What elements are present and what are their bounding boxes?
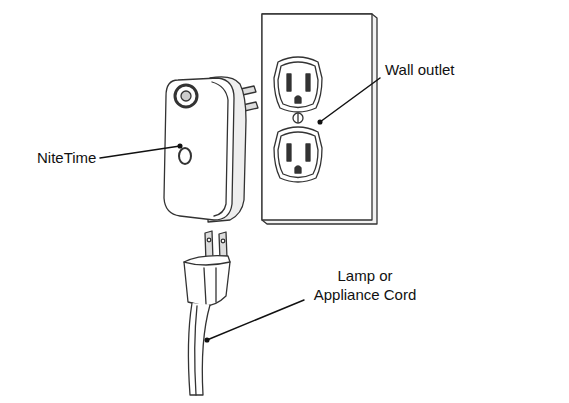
light-sensor	[175, 85, 197, 107]
cord	[188, 303, 210, 395]
screw-slot	[297, 114, 298, 122]
ground-hole	[295, 166, 301, 173]
cord-seam	[195, 306, 197, 395]
leader-dot	[318, 120, 322, 124]
plug-ridge	[204, 268, 206, 304]
wall-plate-edge	[262, 14, 377, 224]
slot	[287, 74, 291, 91]
device-ridge	[212, 82, 228, 216]
leader-dot	[178, 144, 182, 148]
receptacle-bottom-inner	[278, 132, 318, 178]
plug-body	[184, 256, 230, 306]
receptacle-bottom	[274, 127, 322, 182]
nitetime-device	[164, 78, 234, 220]
device-button	[179, 148, 191, 164]
leader-line	[320, 78, 380, 122]
receptacle-top-inner	[278, 62, 318, 108]
part-label: Lamp or Appliance Cord	[308, 266, 422, 304]
screw	[293, 113, 303, 123]
part-label: NiteTime	[37, 148, 96, 167]
slot	[287, 144, 291, 161]
ground-hole	[295, 96, 301, 103]
sensor-lens	[181, 91, 191, 101]
prong-hole	[207, 238, 211, 242]
plug-ridge	[215, 268, 216, 302]
part-label: Wall outlet	[385, 60, 454, 79]
leader-line	[207, 300, 304, 340]
wall-plate	[262, 14, 372, 220]
leader-dot	[205, 338, 209, 342]
prong-hole	[221, 239, 225, 243]
slot	[306, 74, 310, 91]
leader-line	[100, 146, 180, 158]
slot	[306, 144, 310, 161]
receptacle-top	[274, 57, 322, 112]
plug-face	[184, 262, 230, 265]
